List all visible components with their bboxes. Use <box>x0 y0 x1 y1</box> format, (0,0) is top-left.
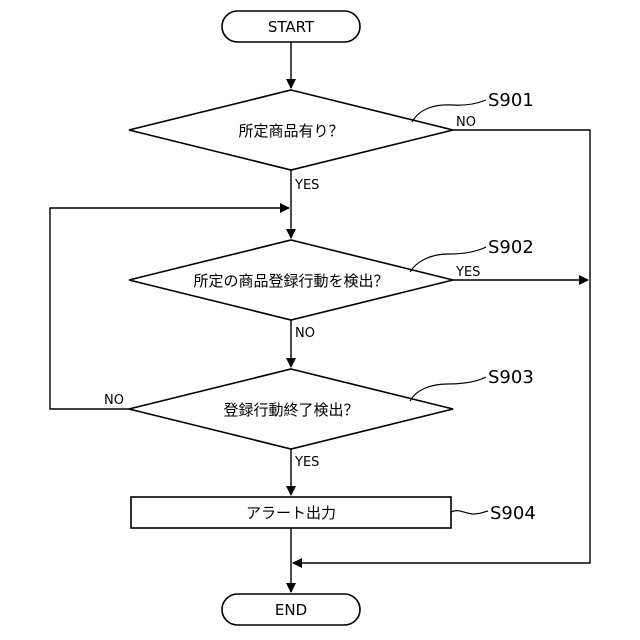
decision-s902-text: 所定の商品登録行動を検出？ <box>193 272 388 290</box>
process-s904-text: アラート出力 <box>246 504 336 522</box>
start-label: START <box>268 18 315 36</box>
s903-no-label: NO <box>104 393 124 408</box>
s903-yes-label: YES <box>294 455 319 470</box>
step-s904: S904 <box>490 503 536 524</box>
s902-no-label: NO <box>295 326 315 341</box>
decision-s903-text: 登録行動終了検出？ <box>223 401 358 419</box>
s901-yes-label: YES <box>294 178 319 193</box>
s902-yes-label: YES <box>455 265 480 280</box>
decision-s901-text: 所定商品有り？ <box>238 122 343 140</box>
step-s901: S901 <box>488 90 534 111</box>
step-s903: S903 <box>488 367 534 388</box>
leader-s903 <box>410 377 486 401</box>
step-s902: S902 <box>488 237 534 258</box>
s901-no-label: NO <box>456 115 476 130</box>
leader-s904 <box>451 511 488 514</box>
end-label: END <box>275 601 307 619</box>
